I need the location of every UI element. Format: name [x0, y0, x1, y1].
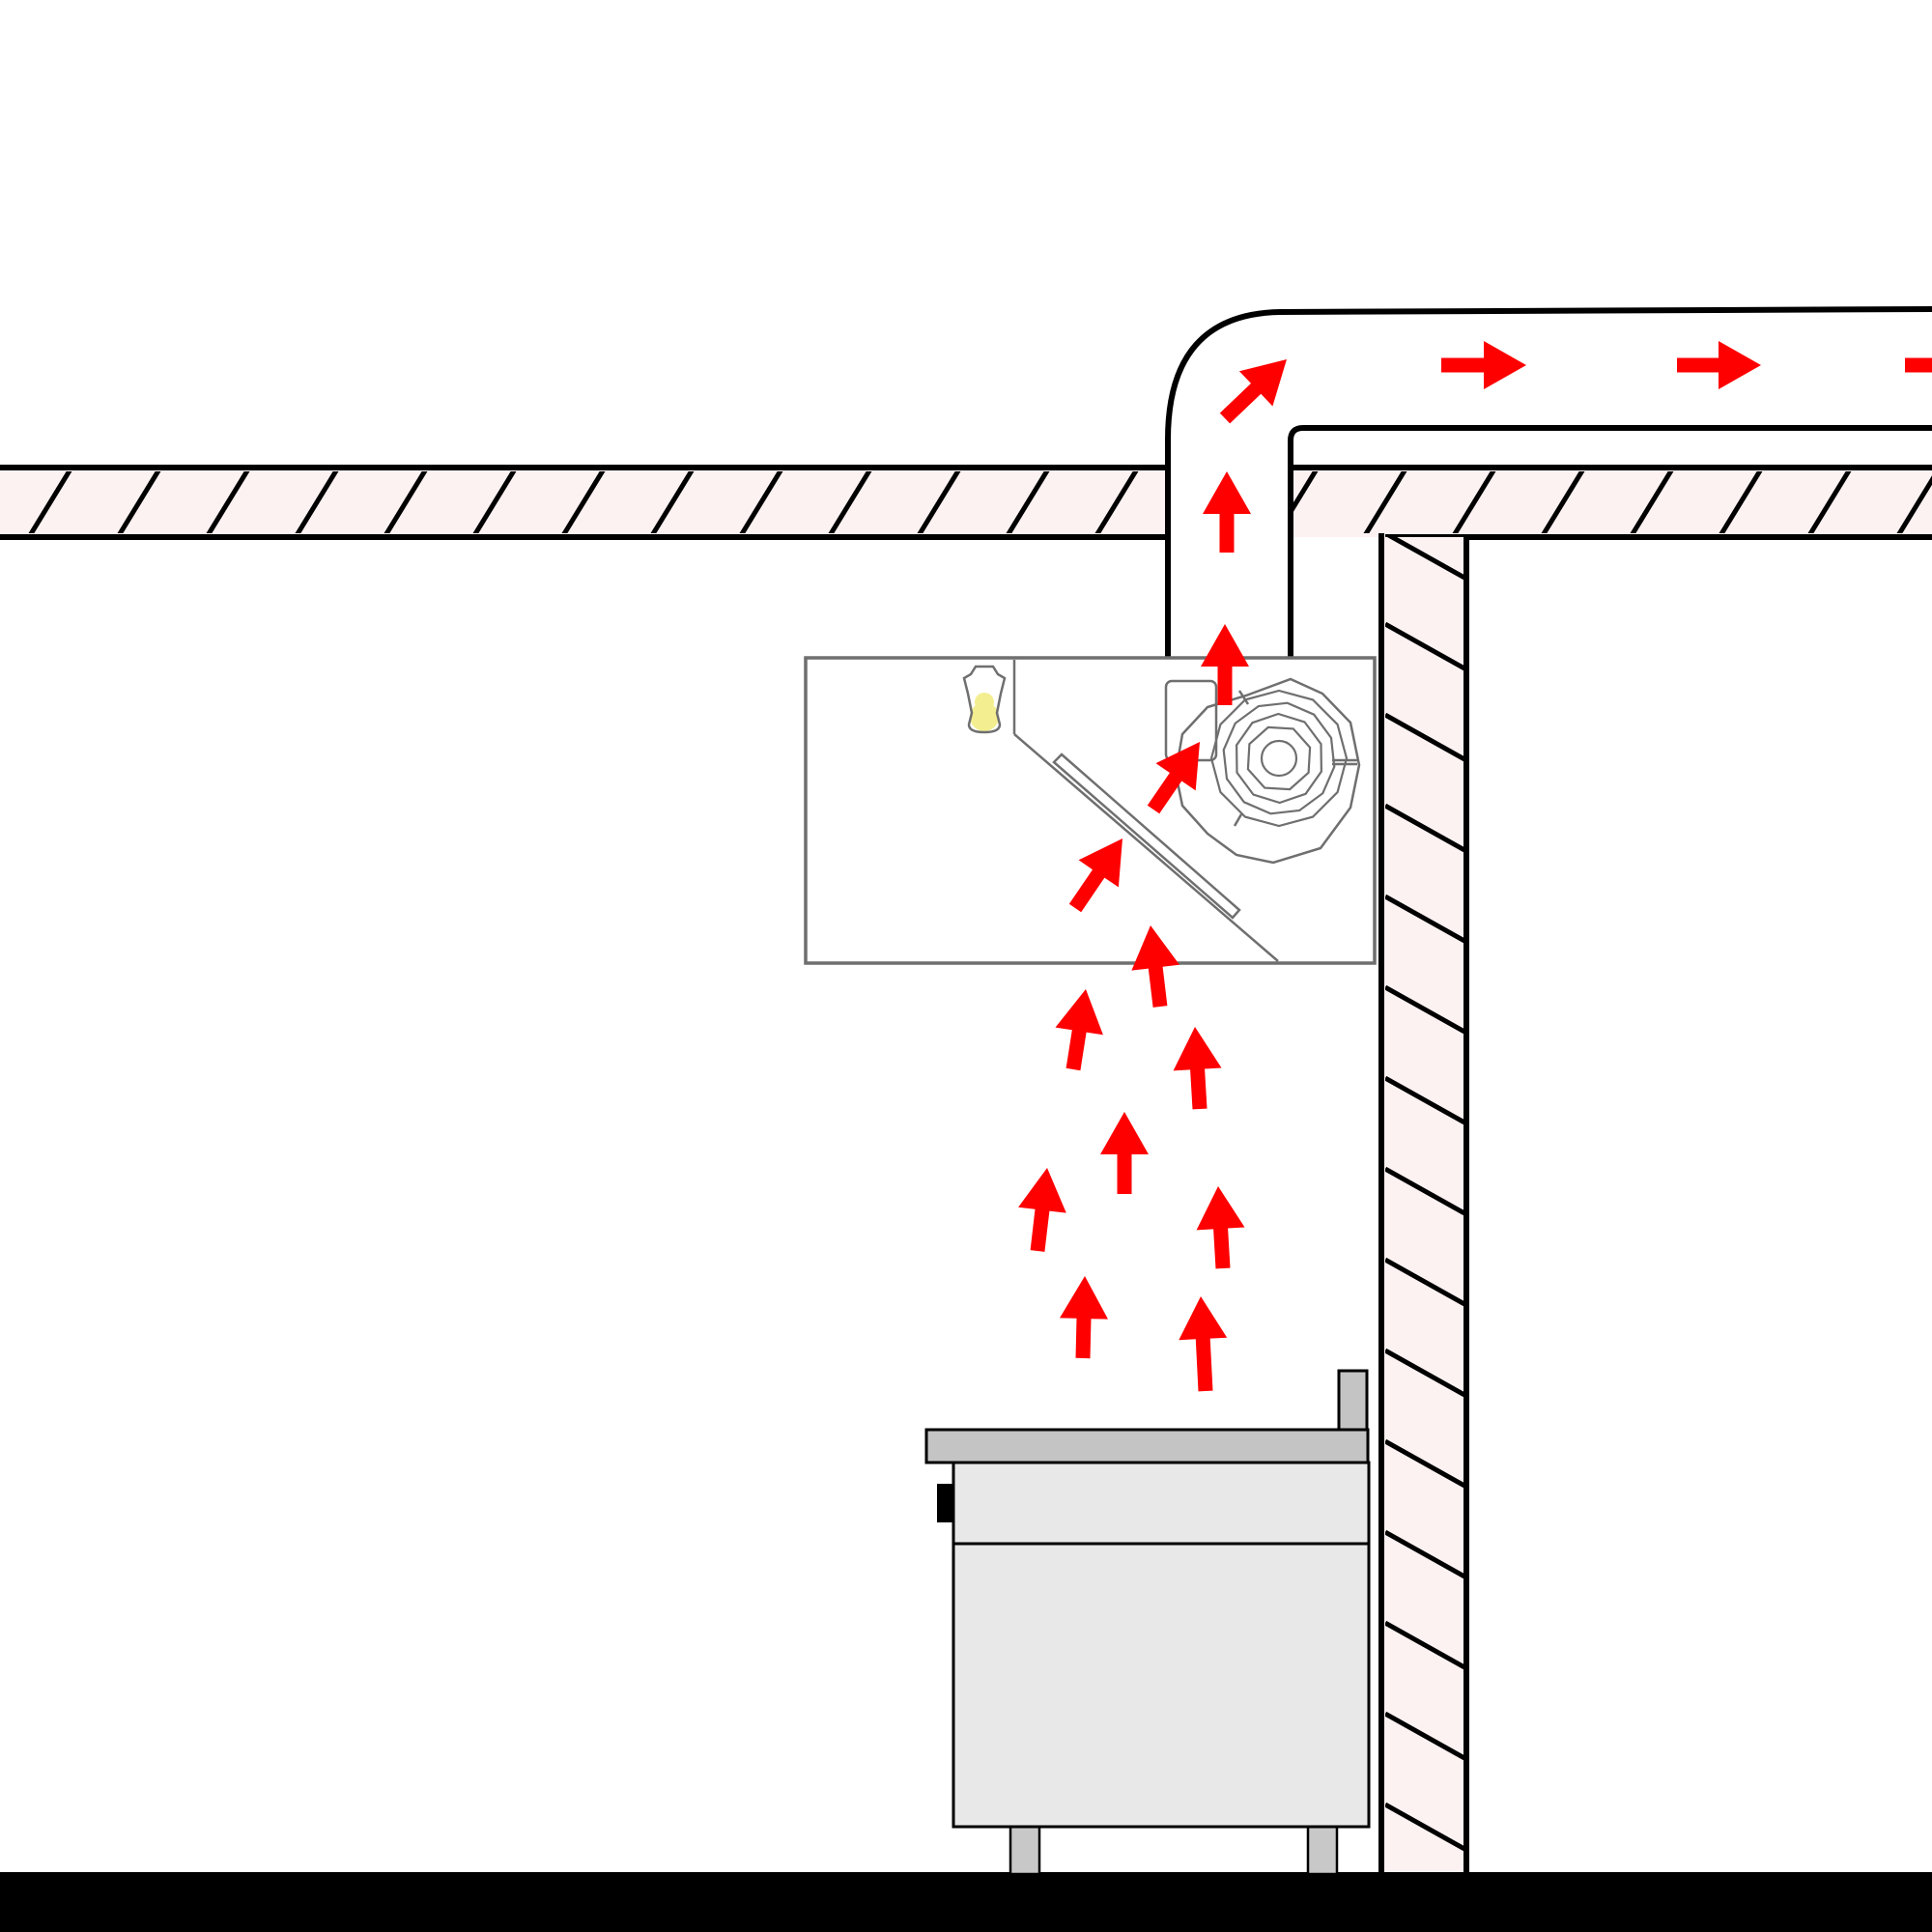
- grease-filter: [1052, 753, 1241, 920]
- ceiling-hatch-line: [472, 471, 517, 533]
- ceiling-hatch-line: [117, 471, 161, 533]
- appliance-leg-right: [1306, 1824, 1339, 1876]
- ceiling-hatch-line: [206, 471, 250, 533]
- airflow-arrow-icon: [1441, 341, 1526, 389]
- ceiling-hatch-line: [1719, 471, 1763, 533]
- fan-ring: [1209, 689, 1349, 828]
- wall-hatch-line: [1385, 1257, 1464, 1307]
- ceiling-hatch-line: [1094, 471, 1139, 533]
- wall-hatch: [1385, 537, 1464, 1852]
- appliance-upper-panel: [952, 1461, 1371, 1546]
- wall-hatch-line: [1385, 1529, 1464, 1579]
- ceiling-hatch-line: [1363, 471, 1407, 533]
- floor: [0, 1872, 1932, 1932]
- appliance-leg-left: [1009, 1824, 1041, 1876]
- ceiling-hatch-line: [1630, 471, 1674, 533]
- appliance-knob: [937, 1484, 953, 1522]
- airflow-arrow-icon: [1219, 359, 1287, 424]
- wall: [1378, 533, 1469, 1874]
- ceiling-hatch-line: [1291, 471, 1319, 517]
- ceiling-hatch-line: [828, 471, 872, 533]
- kitchen-hood: [804, 656, 1377, 965]
- airflow-arrow-icon: [1173, 1027, 1222, 1110]
- airflow-arrow-icon: [1068, 838, 1122, 913]
- airflow-arrow-icon: [1131, 925, 1179, 1008]
- ceiling-hatch-line: [295, 471, 339, 533]
- airflow-arrow-icon: [1196, 1186, 1245, 1269]
- appliance-backsplash: [1337, 1369, 1369, 1433]
- wall-hatch-line: [1385, 1075, 1464, 1125]
- fan-ring: [1235, 712, 1323, 805]
- wall-hatch-line: [1385, 1711, 1464, 1761]
- ceiling-hatch-left: [28, 471, 1139, 533]
- ceiling-slab-left: [0, 465, 1167, 540]
- ceiling-hatch-line: [1452, 471, 1496, 533]
- airflow-arrow-icon: [1100, 1112, 1149, 1194]
- duct-inner-wall: [1288, 425, 1932, 661]
- wall-hatch-line: [1385, 1166, 1464, 1216]
- ceiling-hatch-line: [917, 471, 961, 533]
- ceiling-hatch-line: [1541, 471, 1585, 533]
- ceiling-hatch-right: [1291, 471, 1932, 533]
- fan-rings: [1209, 689, 1349, 828]
- wall-hatch-line: [1385, 894, 1464, 944]
- appliance-lower-cabinet: [952, 1542, 1371, 1829]
- wall-hatch-line: [1385, 1802, 1464, 1852]
- centrifugal-fan-icon: [1164, 677, 1361, 865]
- airflow-arrow-icon: [1060, 1276, 1108, 1359]
- airflow-arrow-icon: [1677, 341, 1761, 389]
- wall-hatch-line: [1385, 1620, 1464, 1670]
- wall-hatch-line: [1385, 1438, 1464, 1489]
- ceiling-hatch-line: [28, 471, 72, 533]
- airflow-arrow-icon: [1905, 357, 1932, 373]
- duct-fill: [1168, 309, 1932, 661]
- wall-hatch-line: [1385, 712, 1464, 762]
- hood-body: [804, 656, 1377, 965]
- wall-hatch-line: [1385, 803, 1464, 853]
- ceiling-hatch-line: [1896, 475, 1932, 533]
- fan-ring: [1246, 725, 1312, 791]
- ceiling-hatch-line: [561, 471, 606, 533]
- airflow-arrow-icon: [1203, 471, 1251, 553]
- hood-lamp-icon: [962, 665, 1007, 734]
- airflow-arrows: [1018, 341, 1932, 1392]
- wall-hatch-line: [1385, 621, 1464, 671]
- airflow-arrow-icon: [1055, 989, 1103, 1071]
- airflow-arrow-icon: [1147, 742, 1200, 814]
- fan-ring: [1222, 701, 1336, 815]
- ceiling-hatch-line: [1006, 471, 1050, 533]
- airflow-arrow-icon: [1018, 1168, 1066, 1252]
- fan-ring: [1260, 739, 1298, 778]
- exhaust-duct: [1165, 306, 1932, 661]
- ceiling-hatch-line: [384, 471, 428, 533]
- wall-hatch-line: [1385, 984, 1464, 1035]
- ceiling-hatch-line: [739, 471, 783, 533]
- wall-hatch-line: [1387, 537, 1464, 581]
- hood-baffle: [1013, 733, 1279, 962]
- duct-outer-wall: [1165, 306, 1932, 661]
- ceiling-hatch-line: [650, 471, 695, 533]
- ceiling-hatch-line: [1807, 471, 1852, 533]
- ceiling-slab-right: [1291, 465, 1932, 540]
- airflow-arrow-icon: [1201, 624, 1249, 705]
- airflow-arrow-icon: [1179, 1296, 1228, 1392]
- cooking-appliance: [924, 1369, 1371, 1876]
- wall-hatch-line: [1385, 1348, 1464, 1398]
- appliance-worktop: [924, 1428, 1370, 1464]
